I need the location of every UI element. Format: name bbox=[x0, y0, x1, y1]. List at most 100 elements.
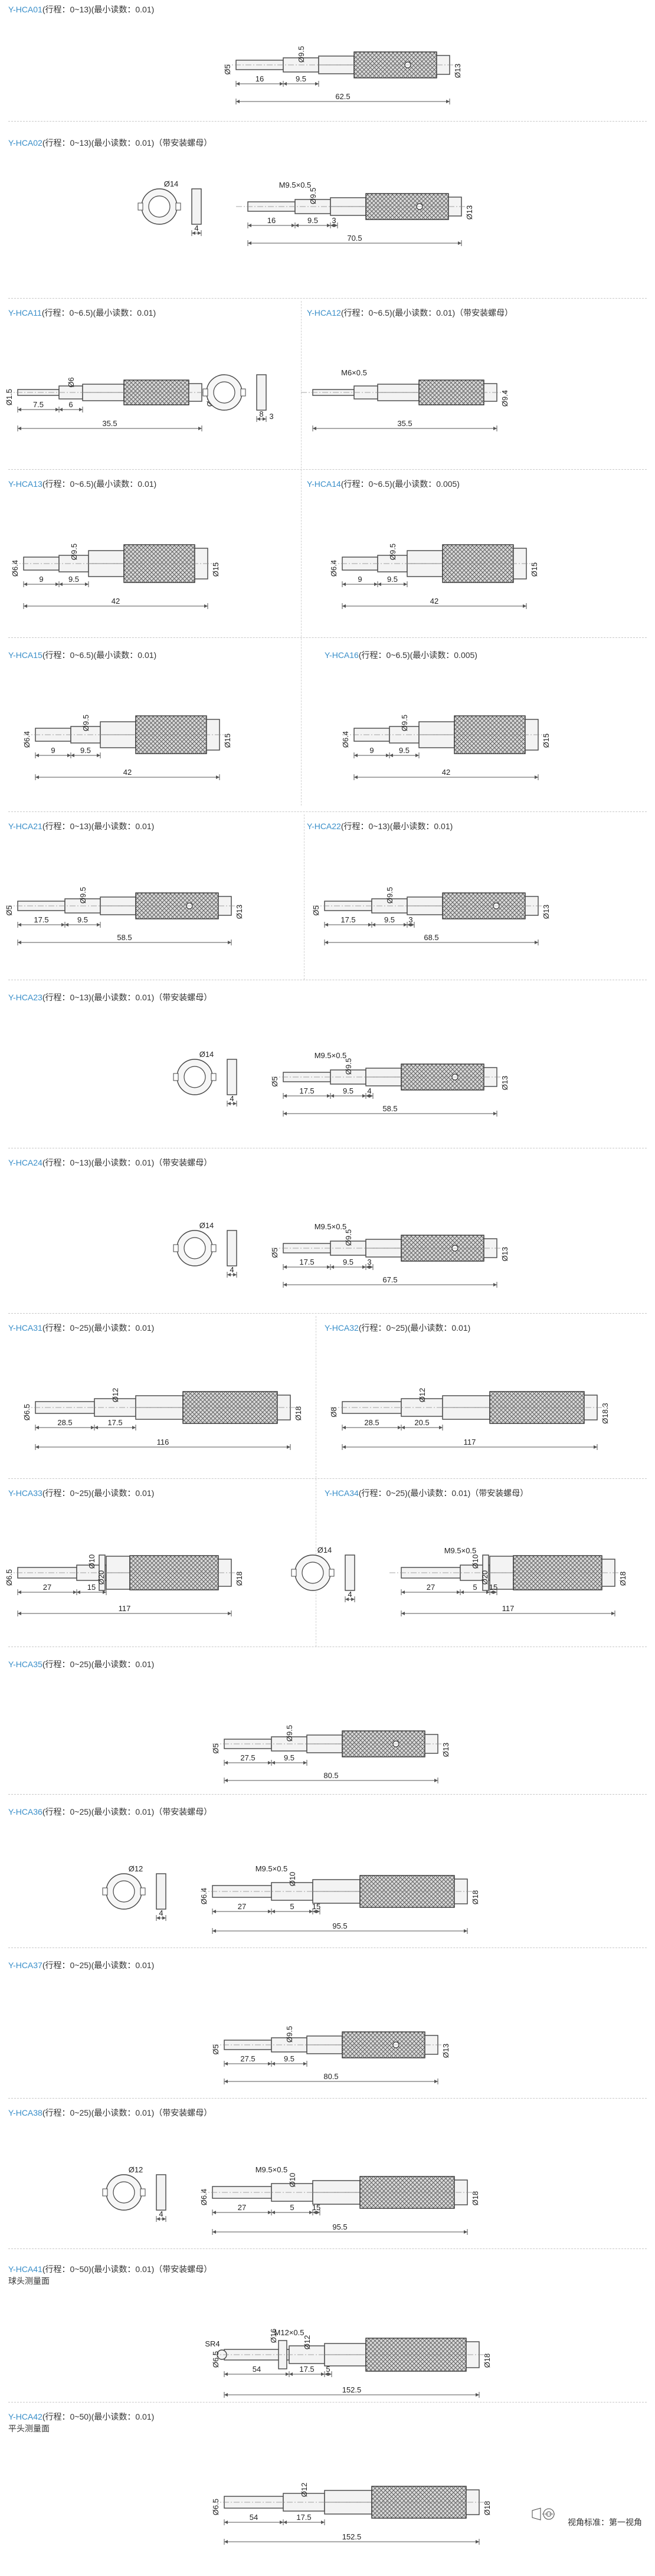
section-divider bbox=[8, 2098, 647, 2099]
mounting-nut bbox=[137, 188, 202, 225]
spindle bbox=[35, 1401, 95, 1414]
length-2-label: 9.5 bbox=[343, 1086, 353, 1095]
product-code: Y-HCA36 bbox=[8, 1807, 42, 1816]
product-code: Y-HCA16 bbox=[325, 650, 359, 660]
product-spec: (行程：0~25)(最小读数：0.01)（带安装螺母） bbox=[42, 2108, 212, 2117]
product-spec: (行程：0~6.5)(最小读数：0.01) bbox=[41, 308, 156, 318]
length-2-label: 17.5 bbox=[296, 2513, 311, 2522]
product-title: Y-HCA15(行程：0~6.5)(最小读数：0.01) bbox=[8, 649, 156, 661]
spindle-diameter-label: Ø6.4 bbox=[22, 731, 31, 748]
length-1-label: 9 bbox=[39, 575, 43, 584]
product-spec: (行程：0~13)(最小读数：0.01) bbox=[42, 5, 155, 14]
product-code: Y-HCA23 bbox=[8, 993, 42, 1002]
section-divider bbox=[8, 811, 647, 812]
total-length-label: 116 bbox=[157, 1438, 169, 1446]
mounting-nut bbox=[102, 1873, 166, 1910]
nut-diameter-label: Ø16 bbox=[269, 2329, 278, 2343]
shank-diameter-label: Ø10 bbox=[471, 1554, 480, 1569]
product-title: Y-HCA16(行程：0~6.5)(最小读数：0.005) bbox=[325, 649, 477, 661]
section-divider bbox=[8, 1794, 647, 1795]
product-spec: (行程：0~6.5)(最小读数：0.01) bbox=[42, 479, 157, 489]
total-length-label: 58.5 bbox=[382, 1104, 397, 1113]
product-code: Y-HCA02 bbox=[8, 138, 42, 148]
length-2-label: 9.5 bbox=[80, 746, 91, 755]
mounting-nut bbox=[173, 1059, 237, 1095]
nut-width-label: 4 bbox=[194, 224, 198, 233]
thimble-diameter-label: Ø9.4 bbox=[500, 390, 509, 407]
product-spec: (行程：0~6.5)(最小读数：0.01)（带安装螺母） bbox=[340, 308, 513, 318]
length-2-label: 17.5 bbox=[299, 2365, 314, 2374]
product-code: Y-HCA24 bbox=[8, 1158, 42, 1167]
product-note: 平头测量面 bbox=[8, 2424, 50, 2433]
length-1-label: 54 bbox=[250, 2513, 258, 2522]
shank-diameter-label: Ø6 bbox=[67, 377, 76, 387]
spindle-diameter-label: Ø8 bbox=[329, 1407, 338, 1417]
thimble-diameter-label: Ø15 bbox=[542, 734, 551, 748]
nut-diameter-label: Ø14 bbox=[199, 1050, 214, 1059]
length-1-label: 27.5 bbox=[240, 1753, 255, 1762]
mounting-nut bbox=[291, 1554, 355, 1591]
thimble-diameter-label: Ø13 bbox=[500, 1076, 509, 1091]
thimble-diameter-label: Ø13 bbox=[235, 905, 244, 919]
product-title: Y-HCA11(行程：0~6.5)(最小读数：0.01) bbox=[8, 307, 156, 319]
spindle-diameter-label: Ø6.5 bbox=[211, 2499, 220, 2515]
total-length-label: 58.5 bbox=[117, 933, 132, 942]
product-title: Y-HCA14(行程：0~6.5)(最小读数：0.005) bbox=[307, 478, 460, 490]
shank-diameter-label: Ø9.5 bbox=[78, 887, 87, 904]
product-title: Y-HCA38(行程：0~25)(最小读数：0.01)（带安装螺母） bbox=[8, 2107, 212, 2119]
product-spec: (行程：0~25)(最小读数：0.01)（带安装螺母） bbox=[42, 1807, 212, 1816]
thimble-diameter-label: Ø13 bbox=[465, 205, 474, 220]
product-code: Y-HCA11 bbox=[8, 308, 42, 318]
length-1-label: 16 bbox=[256, 74, 264, 83]
product-code: Y-HCA01 bbox=[8, 5, 42, 14]
product-title: Y-HCA21(行程：0~13)(最小读数：0.01) bbox=[8, 820, 154, 832]
product-spec: (行程：0~13)(最小读数：0.01)（带安装螺母） bbox=[42, 1158, 212, 1167]
length-1-label: 9 bbox=[369, 746, 374, 755]
spindle-diameter-label: Ø5 bbox=[5, 905, 14, 915]
length-3-label: 15 bbox=[312, 1902, 320, 1911]
shank-diameter-label: Ø9.5 bbox=[344, 1229, 353, 1246]
product-code: Y-HCA34 bbox=[325, 1488, 359, 1498]
length-1-label: 27 bbox=[43, 1583, 51, 1592]
shank-diameter-label: Ø9.5 bbox=[309, 188, 317, 204]
nut-diameter-label: Ø12 bbox=[129, 2165, 143, 2174]
product-title: Y-HCA42(行程：0~50)(最小读数：0.01) bbox=[8, 2411, 154, 2423]
shank-diameter-label: Ø9.5 bbox=[297, 46, 306, 63]
shank-diameter-label: Ø9.5 bbox=[285, 1725, 294, 1742]
length-3-label: 15 bbox=[489, 1583, 497, 1592]
product-title: Y-HCA36(行程：0~25)(最小读数：0.01)（带安装螺母） bbox=[8, 1806, 212, 1818]
spindle-diameter-label: Ø6.4 bbox=[329, 560, 338, 577]
length-1-label: 17.5 bbox=[299, 1258, 314, 1266]
shank-diameter-label: Ø9.5 bbox=[344, 1058, 353, 1075]
length-1-label: 27 bbox=[238, 1902, 246, 1911]
product-spec: (行程：0~6.5)(最小读数：0.005) bbox=[340, 479, 460, 489]
length-2-label: 9.5 bbox=[296, 74, 306, 83]
length-1-label: 28.5 bbox=[364, 1418, 379, 1427]
product-title: Y-HCA02(行程：0~13)(最小读数：0.01)（带安装螺母） bbox=[8, 137, 212, 149]
length-1-label: 27 bbox=[427, 1583, 435, 1592]
shank-diameter-label: Ø9.5 bbox=[388, 544, 397, 560]
spindle-diameter-label: Ø6.4 bbox=[341, 731, 350, 748]
length-3-label: 3 bbox=[332, 216, 336, 225]
thimble-diameter-label: Ø18 bbox=[471, 2191, 480, 2206]
spindle-diameter-label: Ø5 bbox=[312, 905, 320, 915]
length-1-label: 16 bbox=[267, 216, 276, 225]
length-1-label: 17.5 bbox=[34, 915, 48, 924]
spindle-diameter-label: Ø6.5 bbox=[22, 1404, 31, 1420]
length-1-label: 17.5 bbox=[299, 1086, 314, 1095]
product-title: Y-HCA01(行程：0~13)(最小读数：0.01) bbox=[8, 4, 154, 15]
length-2-label: 9.5 bbox=[387, 575, 398, 584]
flange-diameter-label: Ø20 bbox=[97, 1570, 106, 1585]
length-1-label: 27.5 bbox=[240, 2054, 255, 2063]
nut-width-label: 8 bbox=[259, 410, 263, 418]
